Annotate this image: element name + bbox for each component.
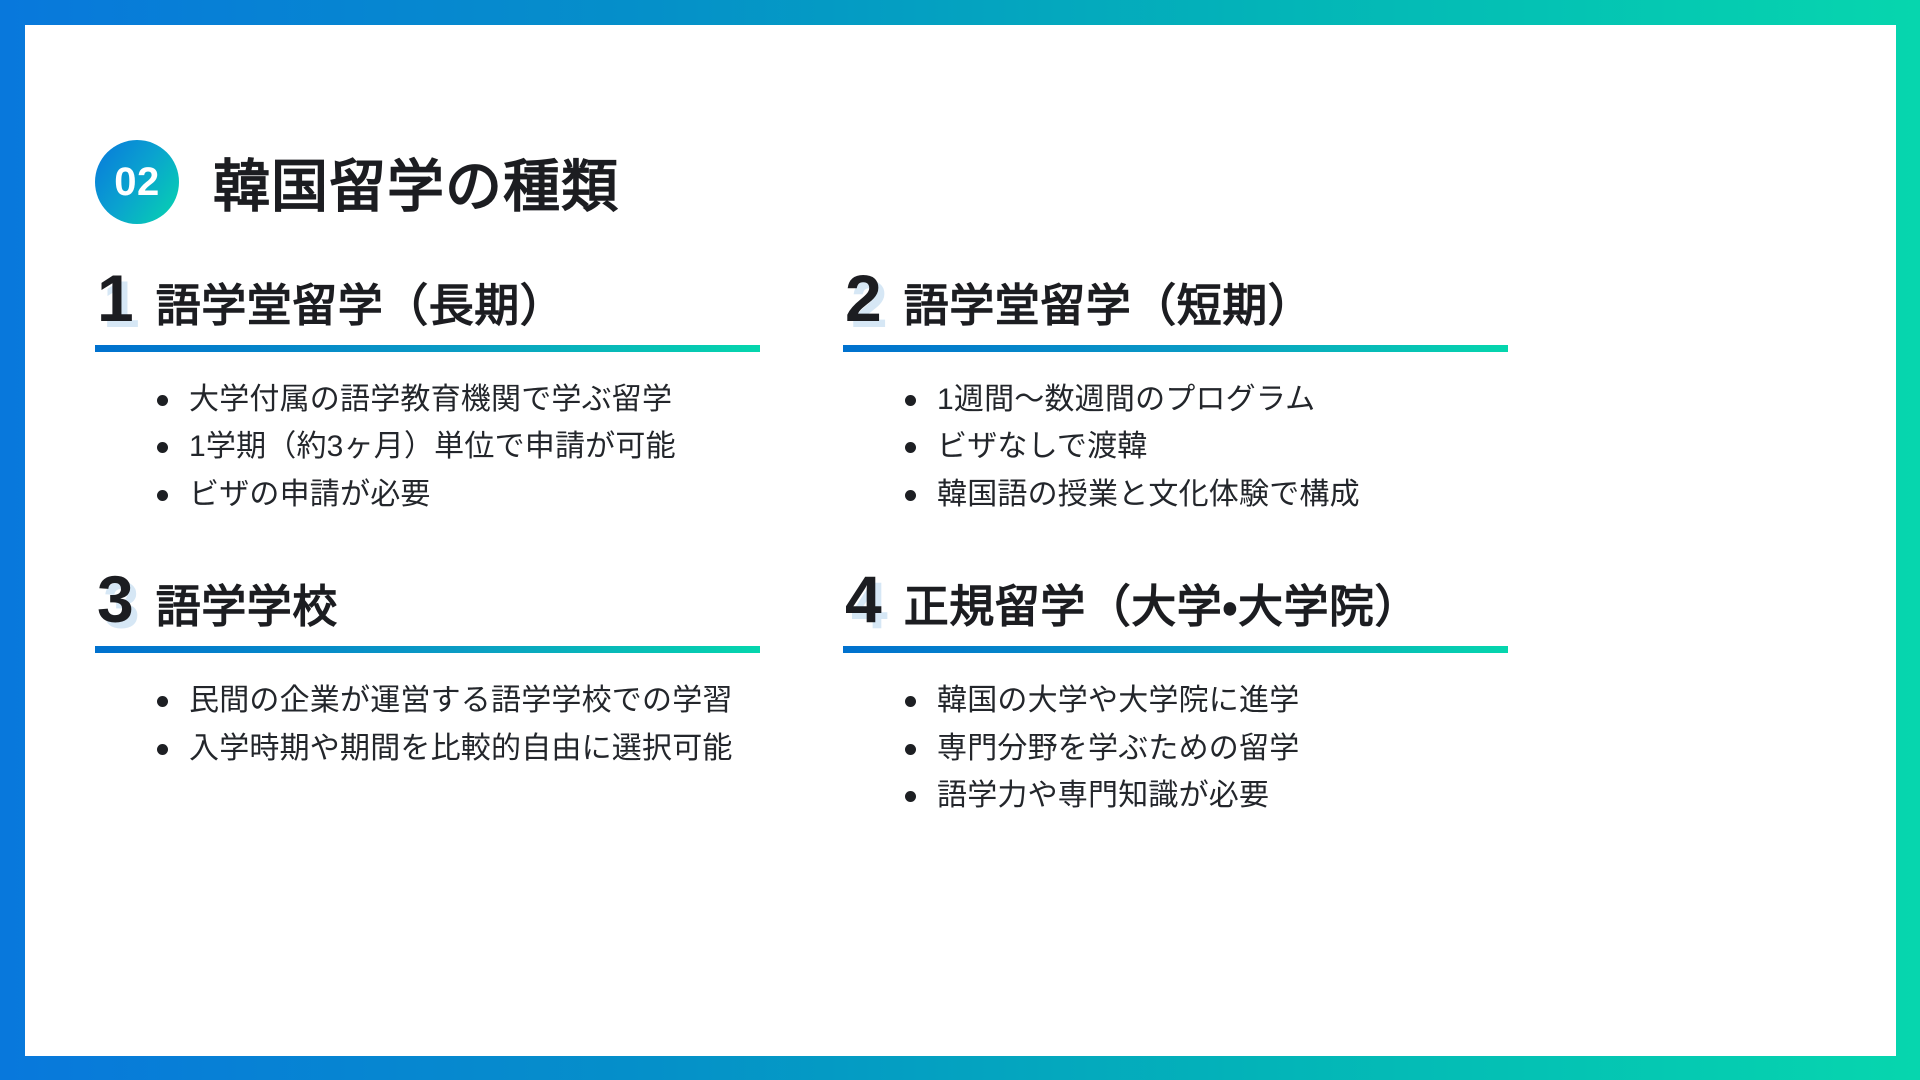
page-title: 韓国留学の種類 <box>213 155 619 220</box>
list-item: ビザなしで渡韓 <box>903 423 1545 470</box>
list-item: 語学力や専門知識が必要 <box>903 772 1545 819</box>
list-item: 1週間〜数週間のプログラム <box>903 376 1545 423</box>
list-item: 専門分野を学ぶための留学 <box>903 725 1545 772</box>
topic-heading-1: 1 語学堂留学（長期） <box>85 265 797 331</box>
topic-underline-3 <box>95 646 760 654</box>
topic-underline-4 <box>843 646 1508 654</box>
topic-underline-1 <box>95 345 760 352</box>
list-item: 民間の企業が運営する語学学校での学習 <box>155 677 797 724</box>
topic-bullet-list-1: 大学付属の語学教育機関で学ぶ留学 1学期（約3ヶ月）単位で申請が可能 ビザの申請… <box>85 376 797 518</box>
slide-header: 02 韓国留学の種類 <box>95 103 619 261</box>
topics-grid: 1 語学堂留学（長期） 大学付属の語学教育機関で学ぶ留学 1学期（約3ヶ月）単位… <box>85 265 1848 819</box>
section-number-badge-label: 02 <box>114 159 160 204</box>
topic-number-4: 4 <box>845 562 882 637</box>
list-item: 大学付属の語学教育機関で学ぶ留学 <box>155 376 797 423</box>
topic-title-3: 語学学校 <box>155 581 338 633</box>
topic-card-1: 1 語学堂留学（長期） 大学付属の語学教育機関で学ぶ留学 1学期（約3ヶ月）単位… <box>85 265 797 518</box>
topic-number-3: 3 <box>97 562 134 637</box>
topic-heading-3: 3 語学学校 <box>85 566 797 632</box>
topic-card-3: 3 語学学校 民間の企業が運営する語学学校での学習 入学時期や期間を比較的自由に… <box>85 566 797 819</box>
topic-underline-2 <box>843 345 1508 352</box>
topic-heading-4: 4 正規留学（大学・大学院） <box>833 566 1545 632</box>
topic-bullet-list-2: 1週間〜数週間のプログラム ビザなしで渡韓 韓国語の授業と文化体験で構成 <box>833 376 1545 518</box>
topic-card-4: 4 正規留学（大学・大学院） 韓国の大学や大学院に進学 専門分野を学ぶための留学… <box>833 566 1545 819</box>
topic-bullet-list-3: 民間の企業が運営する語学学校での学習 入学時期や期間を比較的自由に選択可能 <box>85 677 797 772</box>
section-number-badge: 02 <box>95 140 179 225</box>
list-item: ビザの申請が必要 <box>155 471 797 518</box>
list-item: 韓国の大学や大学院に進学 <box>903 677 1545 724</box>
topic-title-1: 語学堂留学（長期） <box>155 280 566 331</box>
topic-number-2: 2 <box>845 261 882 335</box>
topic-heading-2: 2 語学堂留学（短期） <box>833 265 1545 331</box>
topic-title-2: 語学堂留学（短期） <box>903 280 1314 331</box>
topic-bullet-list-4: 韓国の大学や大学院に進学 専門分野を学ぶための留学 語学力や専門知識が必要 <box>833 677 1545 819</box>
topic-title-4: 正規留学（大学・大学院） <box>903 581 1421 633</box>
slide-canvas: 02 韓国留学の種類 1 語学堂留学（長期） 大学付属の語学教育機関で学ぶ留学 … <box>25 25 1896 1056</box>
topic-card-2: 2 語学堂留学（短期） 1週間〜数週間のプログラム ビザなしで渡韓 韓国語の授業… <box>833 265 1545 518</box>
topic-number-1: 1 <box>97 261 134 335</box>
list-item: 1学期（約3ヶ月）単位で申請が可能 <box>155 423 797 470</box>
list-item: 韓国語の授業と文化体験で構成 <box>903 471 1545 518</box>
list-item: 入学時期や期間を比較的自由に選択可能 <box>155 725 797 772</box>
